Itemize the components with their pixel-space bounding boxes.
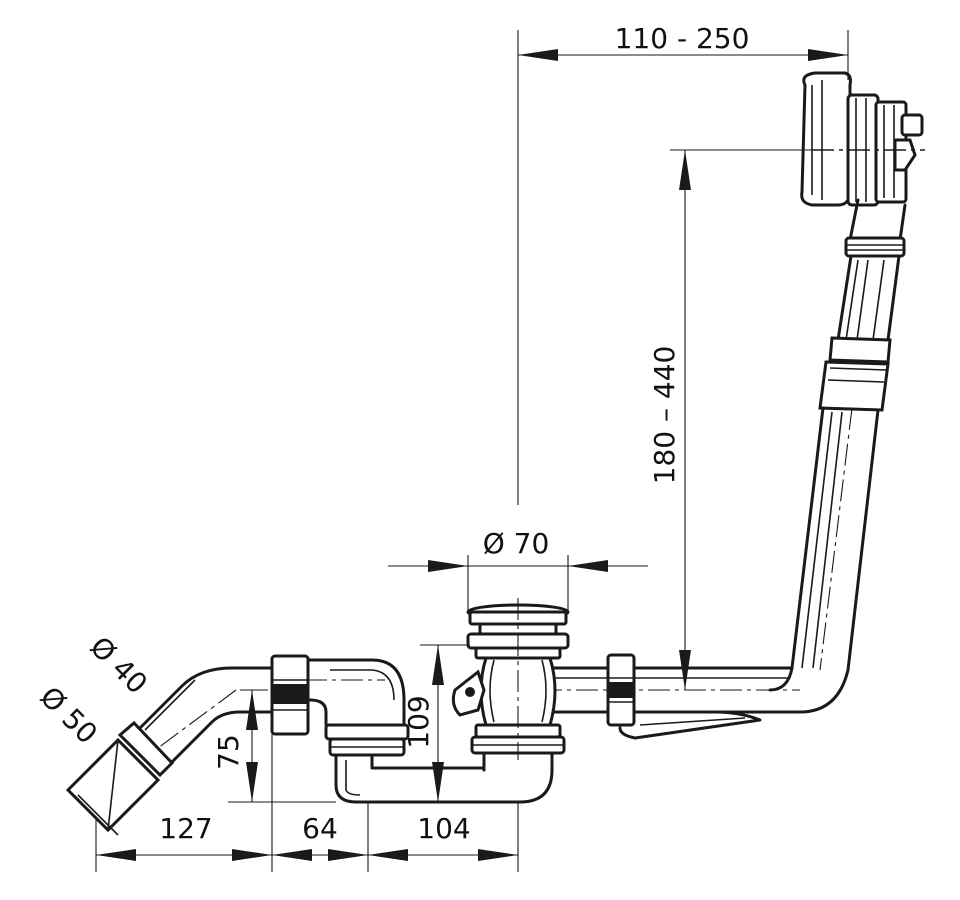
drain-body (451, 598, 570, 772)
dim-label-109: 109 (402, 695, 435, 748)
dim-label-104: 104 (417, 812, 470, 845)
horizontal-pipe (538, 653, 802, 740)
union-nut (270, 654, 310, 736)
dim-height-adjust: 180 – 440 (648, 149, 812, 690)
dim-overflow-adjust: 110 - 250 (517, 22, 849, 505)
dim-label-d40: Ø 40 (84, 630, 154, 700)
dim-label-d70: Ø 70 (483, 527, 550, 560)
dim-label-75: 75 (212, 734, 245, 770)
dim-label-d50: Ø 50 (34, 680, 104, 750)
dim-75: 75 (212, 689, 336, 803)
dim-109: 109 (402, 644, 470, 802)
dim-label-110-250: 110 - 250 (615, 22, 750, 55)
dim-bottom-chain: 127 64 104 (95, 734, 519, 872)
outlet-pipe (65, 666, 274, 836)
overflow-pipe (768, 198, 907, 714)
overflow-head (800, 71, 925, 207)
trap (304, 658, 554, 804)
dim-label-180-440: 180 – 440 (648, 346, 681, 485)
dim-outlet-diameter: Ø 70 (388, 527, 648, 612)
dim-label-64: 64 (302, 812, 338, 845)
dim-label-127: 127 (159, 812, 212, 845)
